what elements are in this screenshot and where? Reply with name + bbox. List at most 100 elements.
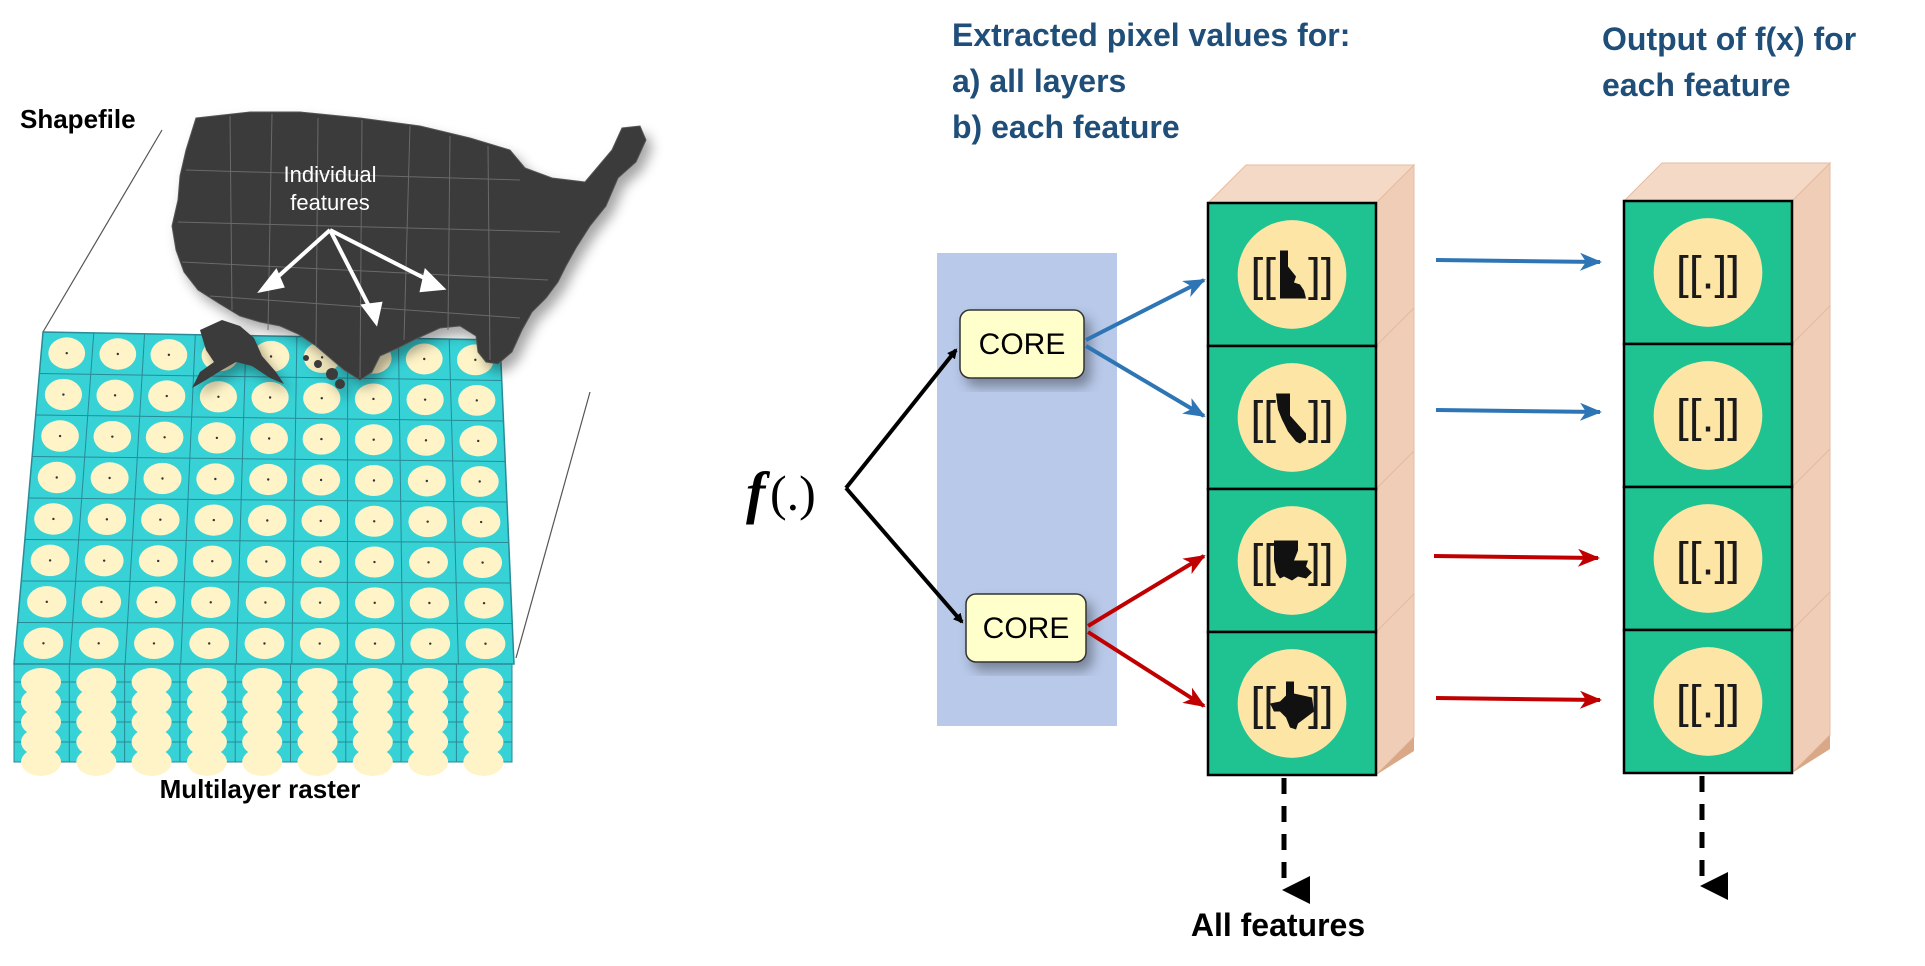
extracted-header-line-1: Extracted pixel values for: [952,17,1350,53]
raster-cell [141,504,180,536]
raster-cell [303,382,341,414]
raster-cell [459,425,498,457]
raster-cell [196,463,235,495]
conus-shape [171,111,647,381]
raster-cell [96,379,134,412]
raster-cell [409,546,448,578]
raster-cell [405,343,443,375]
leader-line-left [42,129,163,333]
raster-cell [150,339,188,371]
raster-cell [246,545,286,578]
raster-cell [300,546,340,578]
raster-cell [248,504,287,537]
raster-layer-edge [13,659,513,696]
extracted-cell: [[]] [1206,201,1378,348]
raster-cell [81,586,122,618]
individual-features-label-1: Individual [284,162,377,187]
raster-cell [408,506,447,538]
us-map-shapefile [171,111,647,389]
output-cell: [[.]] [1622,628,1794,775]
core-top-label: CORE [979,328,1066,361]
raster-cell [41,420,79,452]
output-header-line-1: Output of f(x) for [1602,21,1856,57]
arrow-core-top-to-cell-2 [1084,344,1206,418]
arrow-out-3 [1433,548,1600,567]
raster-cell [198,422,236,454]
raster-top-layer [13,331,515,665]
raster-cell [299,628,340,660]
raster-cell [354,505,394,537]
raster-cell [93,420,132,453]
extracted-values-stack: [[]][[]][[]][[]] [1206,163,1416,777]
arrow-core-top-to-cell-1 [1085,278,1206,342]
individual-features-label-2: features [290,190,370,215]
raster-cell [409,587,450,619]
raster-cell [30,544,70,577]
multilayer-raster [13,331,515,776]
raster-cell [461,506,501,538]
raster-cell [458,384,496,416]
raster-cell [84,544,124,577]
arrow-core-bottom-to-cell-4 [1086,630,1206,708]
raster-cell [301,505,340,537]
raster-cell [302,423,341,455]
raster-cell [44,378,83,411]
function-symbol: f [746,460,771,525]
raster-cell [251,381,289,414]
raster-cell [136,586,176,618]
raster-cell [354,465,393,496]
function-args: (.) [770,465,816,521]
arrow-core-bottom-to-cell-3 [1086,554,1206,628]
raster-cell [355,587,395,619]
raster-cell [37,461,76,494]
stack-side-face [1791,590,1831,775]
raster-cell [148,380,186,412]
multilayer-raster-label: Multilayer raster [160,774,361,804]
raster-cell [145,421,184,453]
raster-cell [245,586,286,619]
raster-cell [87,503,127,536]
raster-cell [90,462,129,494]
raster-cell [354,424,393,456]
leader-line-right [515,391,591,659]
raster-cell [407,465,446,497]
raster-cell [250,422,288,455]
output-value: [[.]] [1676,533,1740,585]
cell-open-bracket: [[ [1250,392,1276,444]
raster-and-shapefile-panel: Individual features Shapefile Multilayer… [13,104,647,804]
raster-cell [355,628,395,660]
raster-cell [23,627,64,660]
feature-pointer-arrows [257,228,447,327]
raster-cell [302,464,341,496]
raster-cell [406,384,444,416]
cell-close-bracket: ]] [1308,392,1334,444]
output-cell: [[.]] [1622,485,1794,632]
raster-cell [249,463,288,496]
arrow-out-1 [1435,252,1602,271]
arrow-out-4 [1435,690,1602,709]
hawaii-shape [303,355,345,389]
extracted-header-line-2: a) all layers [952,63,1126,99]
raster-cell [300,587,340,619]
raster-cell [410,628,451,660]
alaska-shape [192,320,284,388]
arrow-out-2 [1435,402,1602,421]
raster-cell [189,627,230,660]
state-borders [177,113,561,379]
core-bottom-label: CORE [983,612,1070,645]
raster-cell [191,586,231,618]
output-value: [[.]] [1676,390,1740,442]
cell-open-bracket: [[ [1250,249,1276,301]
extracted-to-output-arrows [1433,252,1602,709]
arrow-to-core-bottom [844,486,964,624]
raster-cell [192,545,232,577]
extracted-header-line-3: b) each feature [952,109,1180,145]
output-header-line-2: each feature [1602,67,1791,103]
output-cell: [[.]] [1622,199,1794,346]
raster-cell [48,337,86,369]
raster-cell [407,424,445,456]
raster-cell [460,466,499,497]
extracted-cell: [[]] [1206,344,1378,491]
raster-cell [138,545,178,577]
